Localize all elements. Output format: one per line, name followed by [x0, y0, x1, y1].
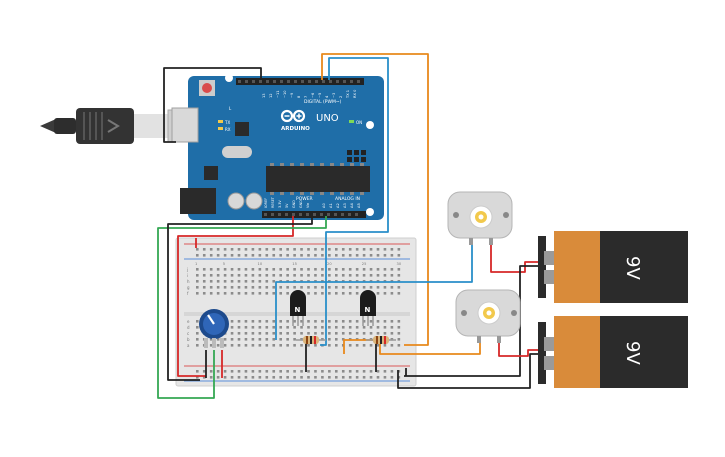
column-number: 15	[292, 262, 297, 266]
arduino-logo-icon	[280, 109, 306, 123]
digital-pin-label: 2	[339, 96, 343, 98]
digital-pin-label: 8	[297, 95, 301, 98]
motor-gear-icon	[483, 307, 495, 319]
resistor-1[interactable]	[296, 336, 326, 344]
led-rx-label: RX	[225, 127, 231, 132]
analog-pin-label: A0	[322, 203, 326, 208]
wire-red-motor2-battery[interactable]	[498, 342, 540, 357]
power-pin-label: RESET	[271, 196, 275, 208]
power-pin-label: GND	[292, 200, 296, 208]
digital-header	[236, 78, 364, 85]
digital-pin-label: ~9	[290, 92, 294, 98]
led-on-label: ON	[356, 120, 362, 125]
digital-pin-label: ~6	[311, 92, 315, 98]
digital-pin-label: ~10	[283, 90, 287, 98]
arduino-model-label: UNO	[316, 113, 339, 124]
wire-black-battery2[interactable]	[397, 353, 540, 389]
column-number: 10	[258, 262, 263, 266]
potentiometer[interactable]	[199, 309, 229, 348]
digital-pin-label: TX 1	[346, 90, 350, 99]
wire-red-5v[interactable]	[177, 216, 294, 377]
digital-pin-label: RX 0	[353, 89, 357, 98]
digital-pin-label: ~5	[318, 93, 322, 98]
row-letter: h	[187, 279, 190, 284]
column-number: 25	[362, 262, 367, 266]
digital-pin-label: ~3	[332, 93, 336, 98]
digital-pin-label: 13	[262, 93, 266, 98]
wire-black-gnd-top[interactable]	[163, 67, 262, 143]
wire-green-analog[interactable]	[157, 216, 327, 399]
wire-blue-motor1[interactable]	[275, 244, 473, 340]
row-letter: b	[187, 337, 190, 342]
motor-gear-icon	[475, 211, 487, 223]
transistor-2-label: N	[365, 306, 371, 314]
analog-in-label: ANALOG IN	[335, 196, 360, 202]
row-letter: d	[187, 325, 190, 330]
battery-2-label: 9V	[622, 341, 643, 365]
row-letter: f	[187, 291, 189, 296]
atmega-chip	[266, 166, 370, 192]
battery-9v-1[interactable]: 9V	[538, 231, 688, 303]
digital-pin-label: 12	[269, 93, 273, 98]
power-label: POWER	[296, 196, 313, 202]
analog-pin-label: A2	[336, 203, 340, 208]
led-l-label: L	[229, 106, 232, 111]
arduino-uno-board[interactable]: ARDUINO UNO DIGITAL (PWM~) POWER ANALOG …	[171, 74, 384, 220]
usb-jack	[171, 107, 199, 143]
digital-pin-label: 4	[325, 95, 329, 98]
column-number: 5	[223, 262, 225, 266]
analog-pin-label: A5	[357, 203, 361, 208]
transistor-1[interactable]: N	[290, 290, 306, 326]
column-number: 20	[327, 262, 332, 266]
power-jack	[180, 188, 216, 214]
led-tx-label: TX	[224, 120, 230, 125]
row-letter: i	[187, 273, 188, 278]
wire-red-motor1-battery[interactable]	[490, 244, 540, 273]
digital-pin-label: ~11	[276, 90, 280, 98]
row-letter: e	[187, 319, 190, 324]
arduino-brand-label: ARDUINO	[281, 126, 310, 132]
resistor-2[interactable]	[366, 336, 396, 344]
row-letter: j	[186, 267, 188, 272]
analog-pin-label: A4	[350, 203, 354, 208]
transistor-1-label: N	[295, 306, 301, 314]
digital-pwm-label: DIGITAL (PWM~)	[304, 99, 342, 105]
row-letter: g	[187, 285, 190, 290]
row-letter: a	[187, 343, 190, 348]
battery-1-label: 9V	[622, 256, 643, 280]
dc-motor-2[interactable]	[455, 289, 521, 343]
power-pin-label: IOREF	[264, 198, 268, 208]
dc-motor-1[interactable]	[447, 191, 513, 245]
power-pin-label: GND	[299, 200, 303, 208]
column-number: 30	[397, 262, 402, 266]
power-pin-label: Vin	[306, 203, 310, 208]
column-number: 1	[195, 262, 197, 266]
wire-blue-signal[interactable]	[320, 57, 389, 346]
analog-pin-label: A3	[343, 203, 347, 208]
analog-pin-label: A1	[329, 203, 333, 208]
wire-orange-signal[interactable]	[321, 53, 429, 346]
row-letter: c	[187, 331, 189, 336]
battery-9v-2[interactable]: 9V	[538, 316, 688, 388]
digital-pin-label: 7	[304, 96, 308, 98]
transistor-2[interactable]: N	[360, 290, 376, 326]
wire-black-gnd[interactable]	[167, 216, 313, 381]
power-pin-label: 5V	[285, 203, 289, 208]
power-pin-label: 3.3V	[278, 200, 282, 208]
